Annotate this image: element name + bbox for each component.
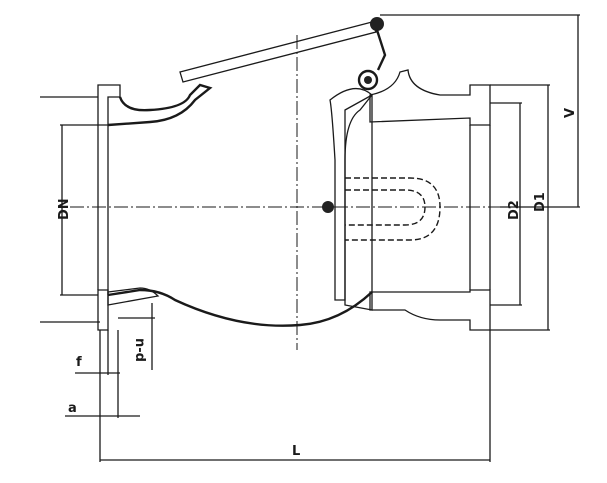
lever-arm (179, 17, 387, 83)
label-l: L (292, 444, 300, 459)
left-flange (97, 83, 373, 331)
label-v: V (563, 108, 578, 118)
dimension-lines (40, 14, 580, 462)
right-body (344, 69, 491, 331)
label-n-d: n-d (132, 338, 147, 362)
label-f: f (76, 355, 82, 370)
label-dn: DN (57, 198, 72, 220)
swing-disc (322, 69, 441, 301)
label-d2: D2 (507, 200, 522, 220)
label-d1: D1 (533, 192, 548, 212)
label-a: a (68, 401, 77, 416)
